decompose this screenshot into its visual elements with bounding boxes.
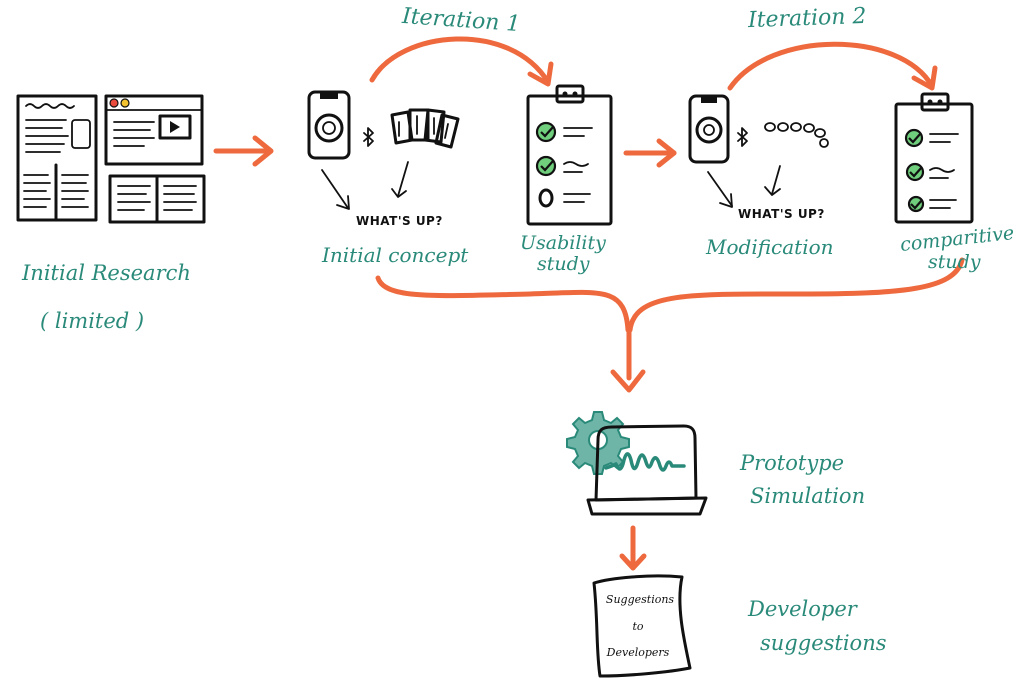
question-prompt-2: WHAT'S UP? — [738, 207, 825, 221]
bluetooth-icon — [363, 127, 374, 147]
bead-chain-icon — [764, 122, 829, 148]
initial-research-label: Initial Research — [22, 261, 191, 285]
iteration-1-arrow — [369, 36, 554, 87]
comparative-clipboard-icon — [894, 92, 974, 224]
scroll-line-1: Suggestions — [606, 593, 675, 606]
scroll-line-3: Developers — [606, 646, 670, 659]
usability-study-label: Usability — [520, 232, 606, 254]
arrow-modification-to-question — [707, 165, 781, 208]
research-collage-icon — [16, 94, 206, 224]
question-prompt-1: WHAT'S UP? — [356, 214, 443, 228]
iteration-2-label: Iteration 2 — [747, 3, 867, 34]
developer-suggestions-sublabel: suggestions — [760, 631, 887, 655]
prototype-simulation-sublabel: Simulation — [750, 484, 866, 508]
arrow-usability-to-modification — [623, 138, 677, 168]
initial-research-sublabel: ( limited ) — [40, 309, 145, 333]
bluetooth-icon-2 — [737, 127, 748, 147]
usability-study-sublabel: study — [537, 253, 590, 275]
arrow-device-to-question — [321, 161, 409, 210]
comparative-study-sublabel: study — [928, 251, 981, 273]
iteration-2-arrow — [727, 41, 938, 91]
initial-concept-label: Initial concept — [322, 243, 469, 267]
speaker-device-icon-2 — [688, 94, 730, 164]
arrow-simulation-to-suggestions — [619, 525, 647, 571]
developer-suggestions-label: Developer — [748, 597, 857, 621]
prototype-simulation-label: Prototype — [740, 451, 845, 475]
card-deck-icon — [390, 108, 460, 149]
scroll-line-2: to — [632, 620, 643, 633]
speaker-device-icon — [307, 90, 351, 160]
arrow-research-to-concept — [213, 135, 274, 167]
suggestions-scroll-icon: Suggestions to Developers — [592, 574, 692, 678]
modification-label: Modification — [706, 235, 834, 259]
converging-bracket — [375, 257, 965, 393]
usability-clipboard-icon — [526, 84, 613, 226]
simulation-monitor-icon — [566, 411, 708, 516]
